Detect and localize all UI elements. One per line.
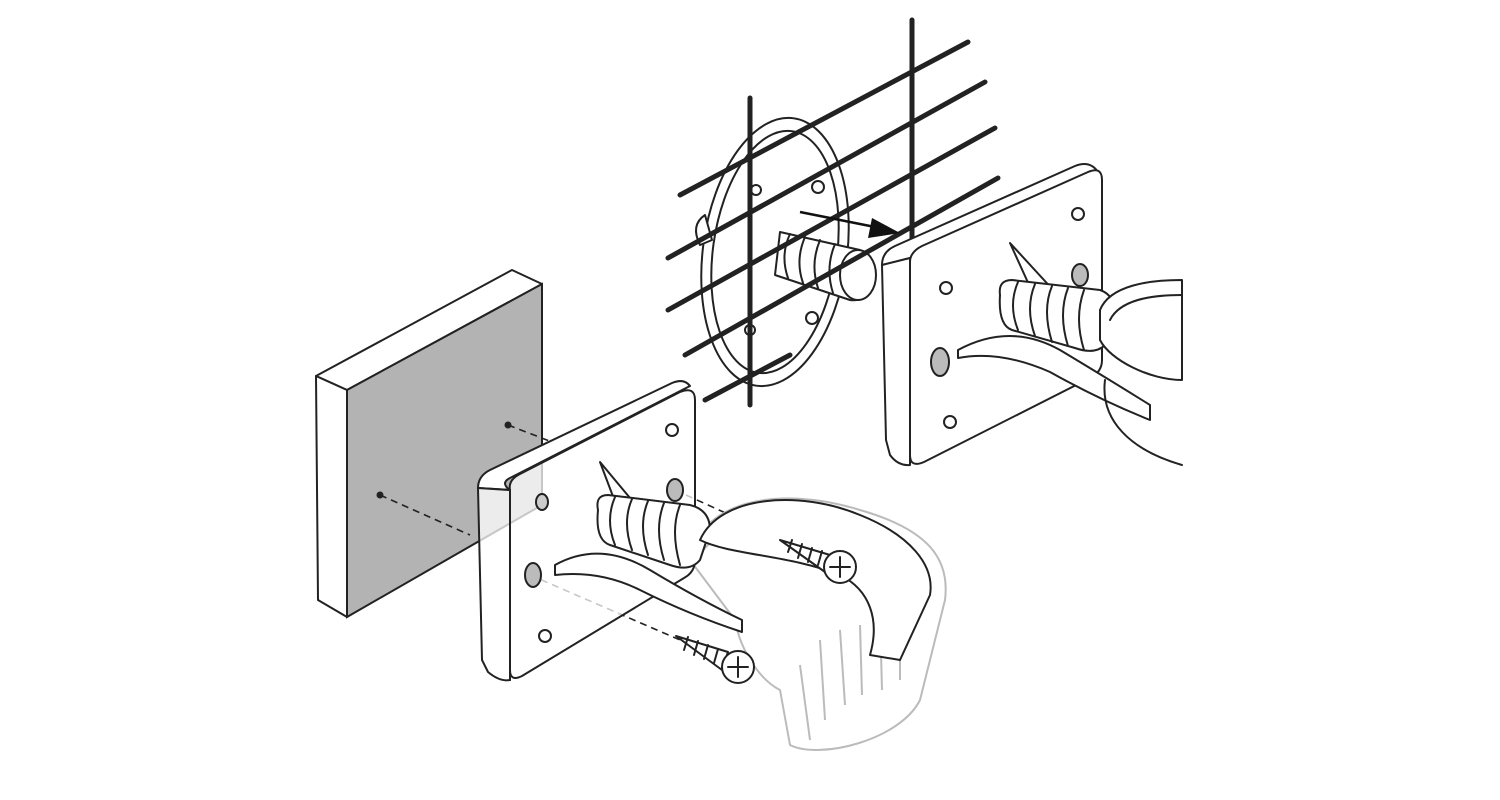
wire-fence-icon xyxy=(665,17,1001,408)
mounting-plate-icon xyxy=(881,163,1183,467)
screw-icon xyxy=(675,635,755,684)
screw-icon xyxy=(779,539,857,584)
mounting-plate-icon xyxy=(476,380,932,682)
arrow-icon xyxy=(799,210,900,238)
wall-block-icon xyxy=(315,269,543,619)
